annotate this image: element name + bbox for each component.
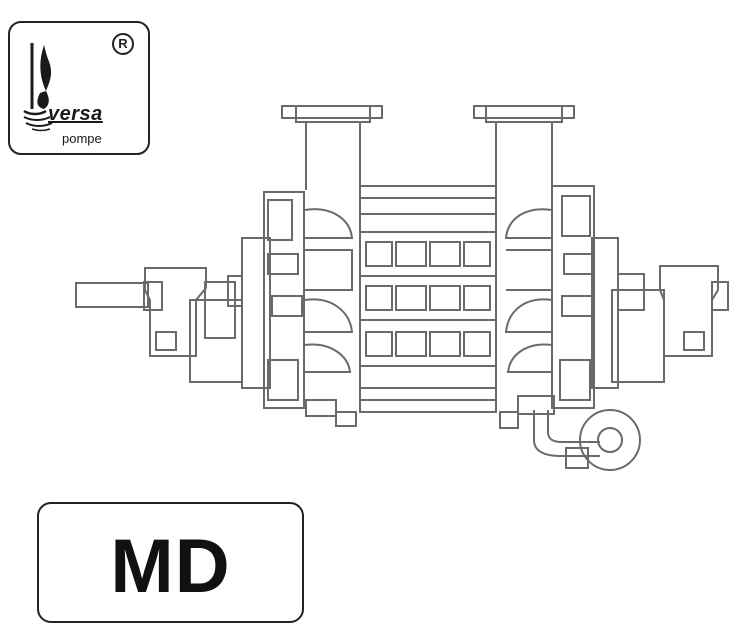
discharge-nozzle xyxy=(495,122,553,190)
left-foot xyxy=(305,399,337,417)
left-end-casing xyxy=(241,237,271,389)
brand-name: versa xyxy=(48,103,103,125)
left-shaft xyxy=(75,282,149,308)
right-bearing-housing xyxy=(659,265,719,357)
drain-pipe xyxy=(533,410,600,457)
stage-casing xyxy=(359,185,497,413)
right-end-casing xyxy=(551,185,595,409)
right-foot xyxy=(517,395,555,415)
brand-subtitle: pompe xyxy=(62,131,102,146)
model-badge: MD xyxy=(37,502,304,623)
registered-trademark-icon: R xyxy=(112,33,134,55)
drain-elbow xyxy=(579,409,641,471)
suction-nozzle xyxy=(305,122,361,190)
brand-logo: R versa pompe xyxy=(8,21,150,155)
right-lantern xyxy=(611,289,665,383)
pump-drawing xyxy=(75,105,729,471)
model-label: MD xyxy=(110,524,231,609)
flame-emblem-icon xyxy=(23,43,53,132)
left-bearing-housing xyxy=(144,267,207,357)
